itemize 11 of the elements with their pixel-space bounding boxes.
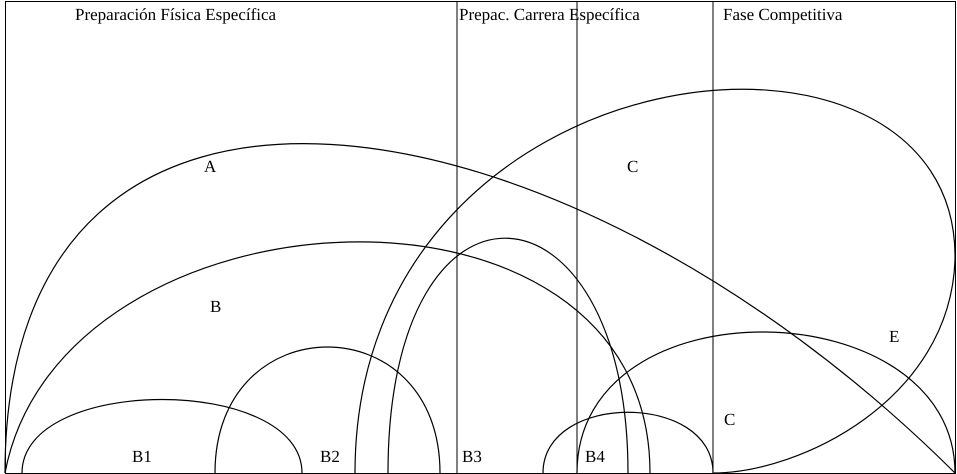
- arc-label: B4: [585, 448, 605, 466]
- arc-label: E: [889, 328, 900, 346]
- arc-label: C: [724, 411, 736, 429]
- column-heading: Fase Competitiva: [723, 5, 842, 25]
- arc-label: C: [627, 158, 638, 176]
- arc-label: B1: [132, 448, 152, 466]
- arc-label: B2: [320, 448, 340, 466]
- arc-label: B3: [462, 448, 482, 466]
- arc-label: A: [204, 158, 216, 176]
- column-heading: Preparación Física Específica: [75, 5, 276, 25]
- arc-label: B: [210, 298, 222, 316]
